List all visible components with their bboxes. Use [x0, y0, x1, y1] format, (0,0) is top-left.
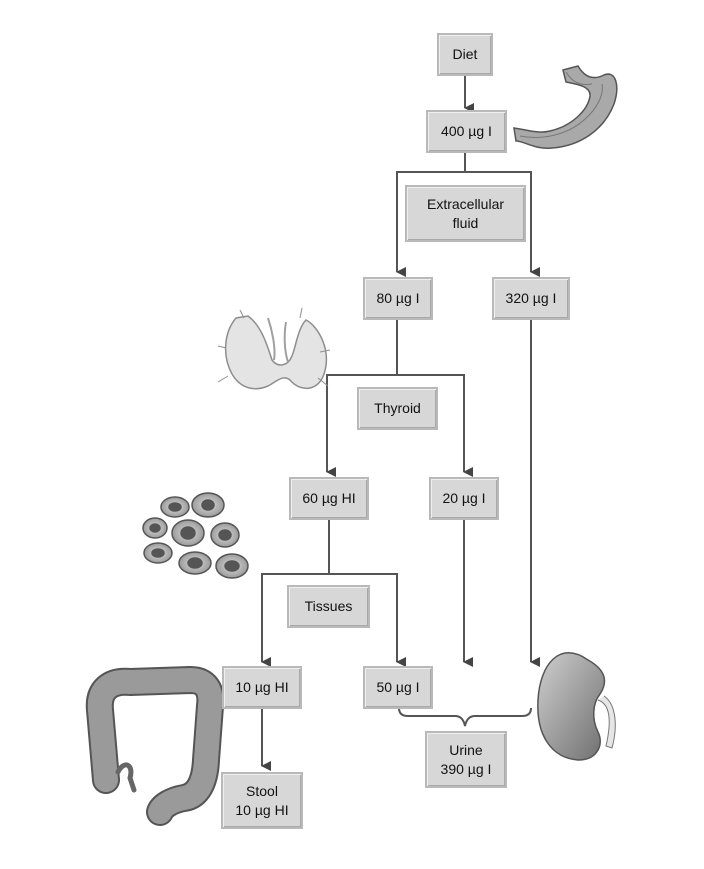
to-kidney-box: 320 µg I	[492, 277, 570, 320]
hormone-label: 60 µg HI	[302, 490, 356, 506]
to-kidney-label: 320 µg I	[505, 290, 557, 306]
ecf-box: Extracellular fluid	[405, 185, 526, 242]
tissues-label: Tissues	[304, 598, 353, 614]
to-thyroid-box: 80 µg I	[363, 277, 433, 320]
cells-illustration	[142, 492, 249, 579]
urine-brace	[398, 707, 532, 727]
intake-label: 400 µg I	[441, 123, 492, 139]
urine-label-line1: Urine	[449, 741, 483, 758]
to-thyroid-label: 80 µg I	[376, 290, 420, 306]
thyroid-box: Thyroid	[357, 387, 438, 430]
thyroid-split-bracket	[326, 374, 465, 468]
intake-box: 400 µg I	[426, 110, 507, 153]
thyroid-label: Thyroid	[374, 400, 421, 416]
diet-box: Diet	[437, 33, 493, 76]
stool-box: Stool 10 µg HI	[221, 772, 303, 829]
urine-label-line2: 390 µg I	[440, 760, 492, 777]
hormone-box: 60 µg HI	[289, 477, 369, 520]
stool-label-line2: 10 µg HI	[235, 801, 289, 818]
tissues-split-bracket	[261, 573, 398, 660]
thyroid-leak-box: 20 µg I	[429, 477, 499, 520]
to-gut-box: 10 µg HI	[222, 666, 302, 709]
flow-lines	[261, 76, 540, 771]
urine-box: Urine 390 µg I	[425, 731, 507, 788]
ecf-label-line2: fluid	[452, 214, 479, 231]
kidney-illustration	[537, 652, 616, 761]
thyroid-leak-label: 20 µg I	[442, 490, 486, 506]
ecf-label-line1: Extracellular	[426, 195, 505, 212]
diet-label: Diet	[452, 46, 478, 62]
colon-illustration	[85, 666, 225, 826]
stomach-illustration	[513, 65, 618, 150]
tissues-box: Tissues	[287, 585, 370, 628]
to-gut-label: 10 µg HI	[235, 679, 289, 695]
tissue-release-label: 50 µg I	[376, 679, 420, 695]
tissue-release-box: 50 µg I	[363, 666, 433, 709]
stool-label-line1: Stool	[246, 782, 278, 799]
thyroid-illustration	[217, 307, 331, 390]
ecf-split-bracket	[396, 171, 532, 270]
